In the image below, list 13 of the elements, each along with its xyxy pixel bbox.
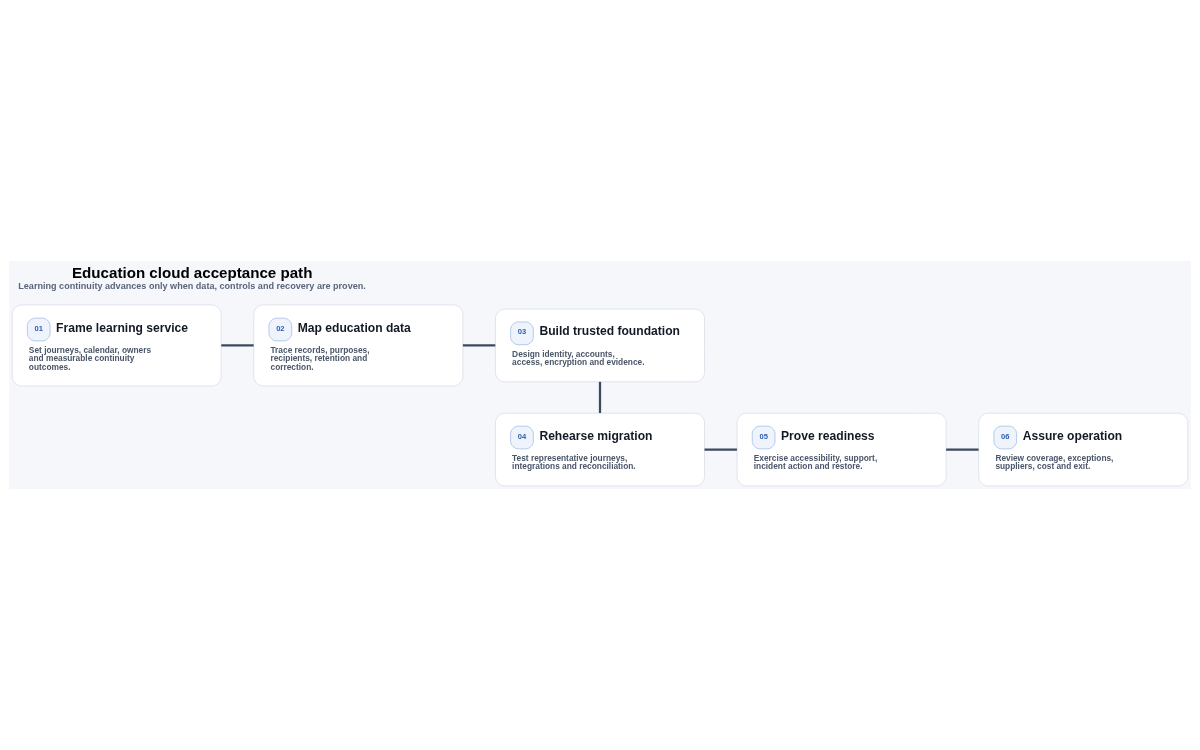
diagram-title: Education cloud acceptance path: [72, 264, 313, 282]
node-box: 02 Map education data Trace records, purposes, recipients, retention and correction.: [253, 304, 464, 387]
connector: [221, 344, 254, 347]
connector: [462, 344, 496, 347]
connector: [598, 381, 602, 413]
node-box: 04 Rehearse migration Test representative journeys, integrations and reconciliation.: [495, 412, 705, 487]
caption: Learning continuity advances only when data, controls and recovery are proven.: [18, 280, 366, 291]
node-box: 06 Assure operation Review coverage, exceptions, suppliers, cost and exit.: [978, 412, 1189, 487]
node-box: 01 Frame learning service Set journeys, calendar, owners and measurable continuity outcomes.: [11, 304, 222, 387]
connector: [704, 448, 737, 451]
node-box: 03 Build trusted foundation Design identity, accounts, access, encryption and evidence.: [495, 308, 705, 383]
connector: [946, 448, 979, 451]
node-box: 05 Prove readiness Exercise accessibility, support, incident action and restore.: [736, 412, 947, 487]
